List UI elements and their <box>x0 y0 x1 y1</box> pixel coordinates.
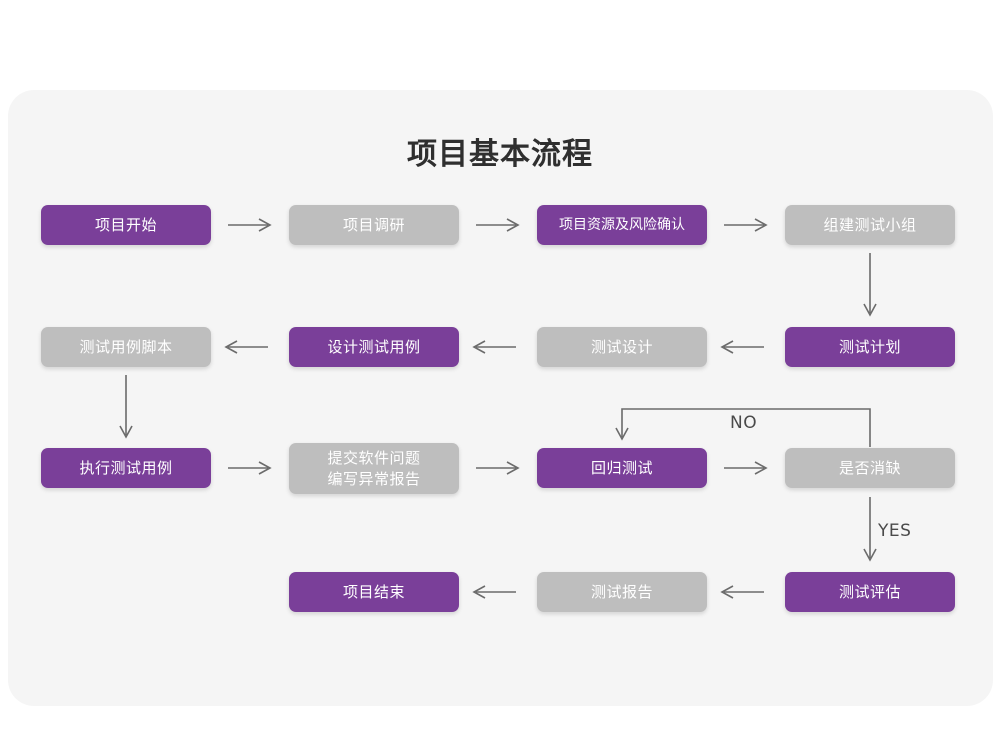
node-test-plan[interactable]: 测试计划 <box>785 327 955 367</box>
node-test-case-script[interactable]: 测试用例脚本 <box>41 327 211 367</box>
node-resource-risk-confirm[interactable]: 项目资源及风险确认 <box>537 205 707 245</box>
edge-label-yes: YES <box>878 521 912 541</box>
node-test-evaluation[interactable]: 测试评估 <box>785 572 955 612</box>
node-test-design[interactable]: 测试设计 <box>537 327 707 367</box>
node-regression-test[interactable]: 回归测试 <box>537 448 707 488</box>
node-form-test-team[interactable]: 组建测试小组 <box>785 205 955 245</box>
node-project-research[interactable]: 项目调研 <box>289 205 459 245</box>
node-test-report[interactable]: 测试报告 <box>537 572 707 612</box>
node-execute-test-case[interactable]: 执行测试用例 <box>41 448 211 488</box>
node-design-test-case[interactable]: 设计测试用例 <box>289 327 459 367</box>
flowchart-card <box>8 90 993 706</box>
edge-label-no: NO <box>730 413 758 433</box>
node-project-start[interactable]: 项目开始 <box>41 205 211 245</box>
page-title: 项目基本流程 <box>407 137 593 172</box>
node-project-end[interactable]: 项目结束 <box>289 572 459 612</box>
node-defect-resolved-decision[interactable]: 是否消缺 <box>785 448 955 488</box>
node-submit-issue-report[interactable]: 提交软件问题 编写异常报告 <box>289 443 459 494</box>
